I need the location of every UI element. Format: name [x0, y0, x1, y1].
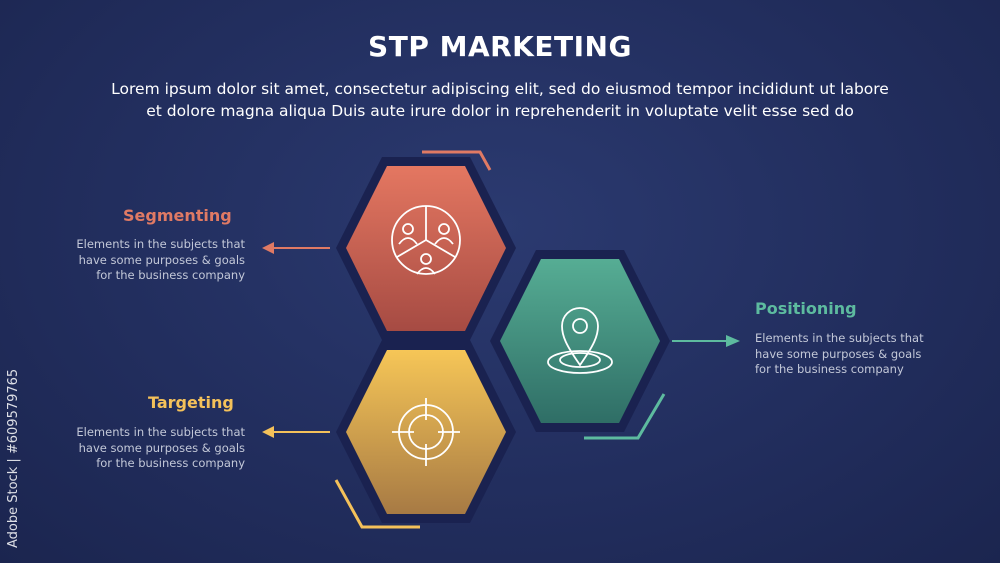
- desc-line: Elements in the subjects that: [76, 425, 245, 439]
- targeting-accent-line: [334, 479, 420, 529]
- positioning-label: Positioning: [755, 299, 857, 318]
- segmenting-accent-line: [422, 150, 492, 171]
- location-pin-icon: [547, 307, 613, 374]
- positioning-arrow: [672, 335, 740, 347]
- subtitle-line-2: et dolore magna aliqua Duis aute irure d…: [146, 102, 854, 120]
- positioning-accent-line: [584, 393, 666, 440]
- desc-line: have some purposes & goals: [78, 252, 245, 267]
- targeting-description: Elements in the subjects that have some …: [45, 425, 245, 472]
- desc-line: Elements in the subjects that: [76, 237, 245, 251]
- page-title: STP MARKETING: [368, 30, 632, 63]
- desc-line: Elements in the subjects that: [755, 331, 924, 345]
- segmenting-hexagon: [346, 166, 506, 331]
- desc-line: have some purposes & goals: [78, 440, 245, 455]
- desc-line: for the business company: [755, 362, 904, 376]
- positioning-description: Elements in the subjects that have some …: [755, 331, 955, 378]
- desc-line: for the business company: [96, 456, 245, 470]
- positioning-hexagon: [500, 259, 660, 423]
- segmenting-description: Elements in the subjects that have some …: [45, 237, 245, 284]
- segmenting-arrow: [262, 242, 330, 254]
- page-subtitle: Lorem ipsum dolor sit amet, consectetur …: [40, 78, 960, 122]
- subtitle-line-1: Lorem ipsum dolor sit amet, consectetur …: [111, 80, 889, 98]
- people-segments-icon: [391, 205, 461, 275]
- segmenting-label: Segmenting: [123, 206, 232, 225]
- desc-line: for the business company: [96, 268, 245, 282]
- desc-line: have some purposes & goals: [755, 346, 922, 361]
- targeting-label: Targeting: [148, 393, 234, 412]
- stock-id-watermark: Adobe Stock | #609579765: [6, 368, 21, 548]
- targeting-arrow: [262, 426, 330, 438]
- crosshair-target-icon: [392, 398, 460, 466]
- targeting-hexagon: [346, 350, 506, 514]
